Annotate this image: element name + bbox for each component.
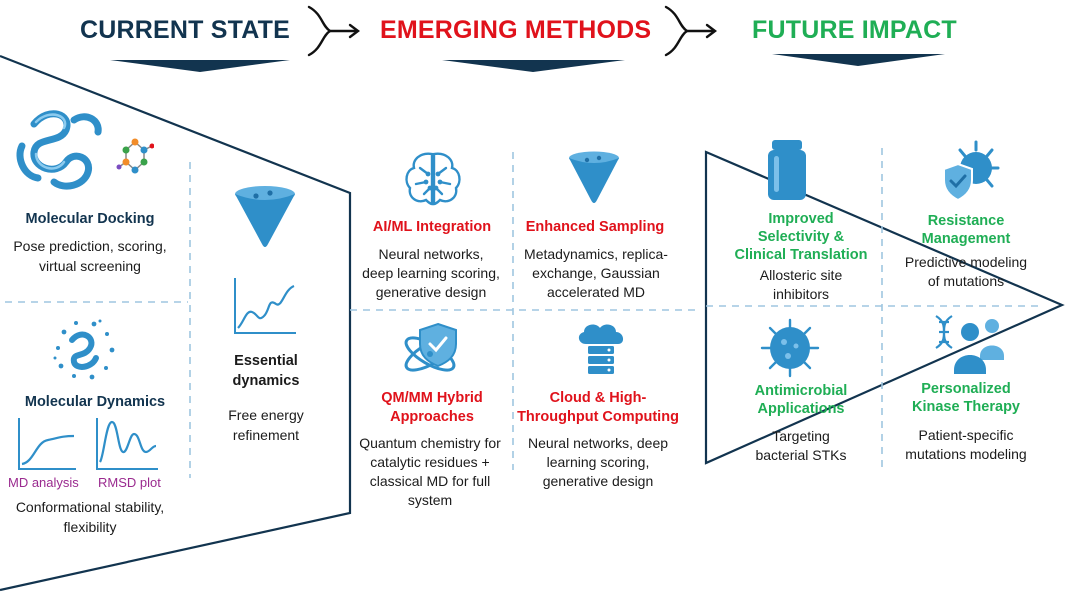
protein-cloud-icon <box>53 319 115 380</box>
sampling-desc-line3: accelerated MD <box>546 284 646 300</box>
transition-arrow-2 <box>664 5 717 57</box>
essential-desc-line2: refinement <box>232 427 300 443</box>
sampling-desc-line2: exchange, Gaussian <box>532 265 660 281</box>
virus-shield-icon <box>943 140 1000 202</box>
current-pointer <box>110 60 290 72</box>
sampling-funnel-icon <box>569 151 619 203</box>
qmmm-desc-line2: catalytic residues + <box>370 454 490 470</box>
pill-bottle-icon <box>768 140 806 200</box>
qmmm-desc-line4: system <box>407 492 453 508</box>
atom-shield-icon <box>404 322 457 372</box>
aiml-desc-line1: Neural networks, <box>378 246 484 262</box>
resistance-desc-line2: of mutations <box>927 273 1005 289</box>
cloud-desc-line3: generative design <box>542 473 654 489</box>
protein-ribbon-icon <box>16 110 102 190</box>
aiml-desc-line2: deep learning scoring, <box>362 265 500 281</box>
funnel-icon <box>235 186 295 247</box>
docking-title: Molecular Docking <box>25 211 155 227</box>
molecule-icon <box>116 138 154 174</box>
antimicrobial-desc-line2: bacterial STKs <box>755 447 847 463</box>
header-current-state: CURRENT STATE <box>80 16 290 44</box>
cloud-desc-line1: Neural networks, deep <box>527 435 669 451</box>
antimicrobial-title-line1: Antimicrobial <box>754 383 848 399</box>
antimicrobial-title-line2: Applications <box>757 401 845 417</box>
md-plot-icon <box>18 418 76 470</box>
docking-desc-line2: virtual screening <box>39 258 141 274</box>
future-pointer <box>772 54 945 66</box>
future-arrow-outline <box>704 150 1065 465</box>
header-emerging-methods: EMERGING METHODS <box>380 16 652 44</box>
resistance-desc-line1: Predictive modeling <box>904 254 1028 270</box>
rmsd-plot-label: RMSD plot <box>98 475 161 490</box>
qmmm-title-line2: Approaches <box>390 409 474 425</box>
selectivity-title-line2: Selectivity & <box>757 229 845 245</box>
selectivity-desc-line2: inhibitors <box>772 286 830 302</box>
md-analysis-label: MD analysis <box>8 475 79 490</box>
line-chart-icon <box>234 278 296 334</box>
selectivity-title-line1: Improved <box>768 211 834 227</box>
sampling-desc-line1: Metadynamics, replica- <box>524 246 668 262</box>
cloud-title-line2: Throughput Computing <box>517 409 679 425</box>
personalized-title-line2: Kinase Therapy <box>912 399 1020 415</box>
cloud-server-icon <box>578 324 624 374</box>
dna-people-icon <box>935 315 1004 374</box>
cloud-title-line1: Cloud & High- <box>549 390 647 406</box>
qmmm-desc-line1: Quantum chemistry for <box>359 435 501 451</box>
antimicrobial-desc-line1: Targeting <box>772 428 830 444</box>
resistance-title-line2: Management <box>921 231 1011 247</box>
header-future-impact: FUTURE IMPACT <box>752 16 957 44</box>
bacterium-icon <box>760 318 820 378</box>
docking-desc-line1: Pose prediction, scoring, <box>13 238 167 254</box>
dynamics-desc-line1: Conformational stability, <box>15 499 165 515</box>
sampling-title: Enhanced Sampling <box>525 219 665 235</box>
cloud-desc-line2: learning scoring, <box>546 454 650 470</box>
essential-desc-line1: Free energy <box>228 407 304 423</box>
qmmm-title-line1: QM/MM Hybrid <box>381 390 483 406</box>
dynamics-title: Molecular Dynamics <box>24 394 166 410</box>
aiml-desc-line3: generative design <box>375 284 487 300</box>
funnel-outline <box>0 54 352 592</box>
brain-circuit-icon <box>405 152 461 206</box>
personalized-title-line1: Personalized <box>921 381 1011 397</box>
essential-title-line2: dynamics <box>232 373 300 389</box>
emerging-pointer <box>442 60 625 72</box>
transition-arrow-1 <box>307 5 360 57</box>
resistance-title-line1: Resistance <box>927 213 1005 229</box>
personalized-desc-line1: Patient-specific <box>918 427 1014 443</box>
aiml-title: AI/ML Integration <box>372 219 492 235</box>
dynamics-desc-line2: flexibility <box>63 519 117 535</box>
rmsd-plot-icon <box>96 418 158 470</box>
essential-title-line1: Essential <box>234 353 298 369</box>
selectivity-desc-line1: Allosteric site <box>759 267 843 283</box>
selectivity-title-line3: Clinical Translation <box>734 247 868 263</box>
qmmm-desc-line3: classical MD for full <box>369 473 491 489</box>
personalized-desc-line2: mutations modeling <box>905 446 1027 462</box>
